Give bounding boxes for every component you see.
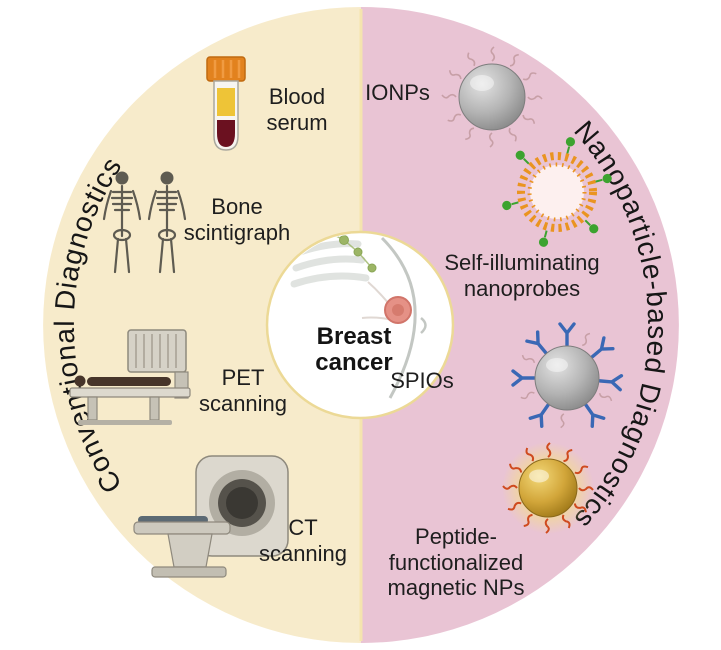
patient-body xyxy=(87,377,171,386)
ct-scanner-icon xyxy=(133,455,289,578)
pet-scanner-icon xyxy=(69,329,191,425)
center-title: Breast cancer xyxy=(315,323,393,377)
serum-layer xyxy=(217,88,235,116)
breast-illustration xyxy=(290,234,427,399)
right-half-background xyxy=(361,7,679,643)
antibody-coated-nanoparticle-icon xyxy=(511,322,624,429)
lipid-bilayer-ring xyxy=(517,152,597,232)
liposome-nanoprobe-icon xyxy=(500,135,614,249)
patient-head xyxy=(74,375,86,387)
blood-layer xyxy=(217,120,235,147)
breast-contour xyxy=(380,236,417,399)
magnetic-nanoparticle-icon xyxy=(502,442,594,534)
blood-serum-tube-icon xyxy=(206,56,246,151)
iron-oxide-nanoparticle-icon xyxy=(441,46,543,148)
